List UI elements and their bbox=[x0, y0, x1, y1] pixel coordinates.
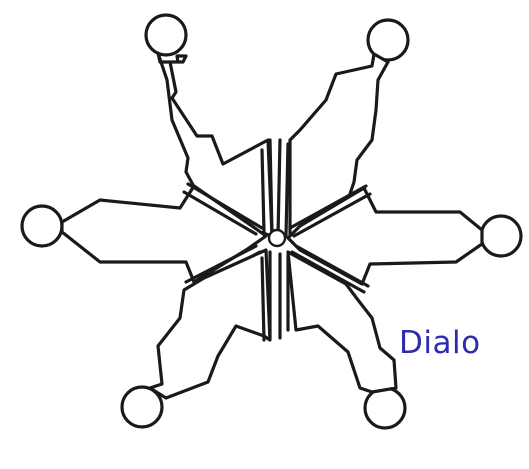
caption-text: Dialo bbox=[399, 328, 481, 359]
